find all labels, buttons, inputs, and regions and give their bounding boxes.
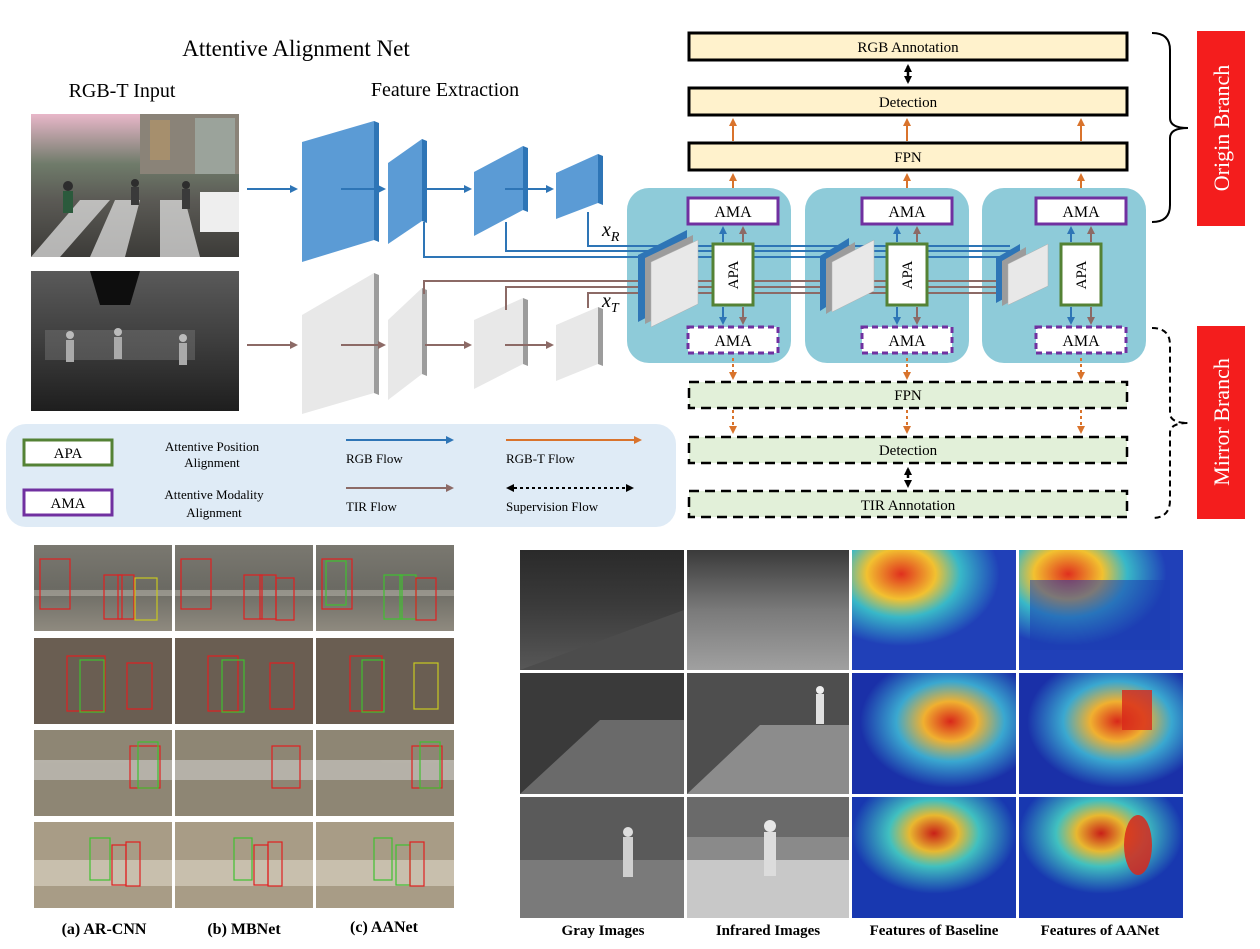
- legend: APA Attentive Position Alignment AMA Att…: [6, 424, 676, 527]
- rgb-feature-blocks: [302, 121, 603, 262]
- svg-text:RGB Flow: RGB Flow: [346, 451, 403, 466]
- feature-visualization-grid: [520, 550, 1183, 918]
- detection-box: Detection: [687, 86, 1129, 117]
- origin-branch-label: Origin Branch: [1197, 31, 1245, 226]
- mirror-fpn-box: FPN: [687, 380, 1129, 410]
- svg-text:Gray Images: Gray Images: [562, 923, 645, 939]
- thermal-input-image: [31, 271, 239, 411]
- svg-text:Attentive Position: Attentive Position: [165, 439, 260, 454]
- input-label: RGB-T Input: [69, 80, 176, 102]
- figure-title: Attentive Alignment Net: [182, 36, 410, 61]
- svg-text:TIR Annotation: TIR Annotation: [861, 498, 956, 514]
- svg-text:Features of AANet: Features of AANet: [1041, 923, 1160, 939]
- svg-text:(b) MBNet: (b) MBNet: [207, 921, 281, 938]
- fpn-box: FPN: [687, 141, 1129, 172]
- xr-label: xR: [601, 219, 620, 245]
- ama-boxes-origin: AMA AMA AMA: [686, 196, 1128, 226]
- svg-text:(a) AR-CNN: (a) AR-CNN: [62, 921, 147, 938]
- apa-ama-arrows: [719, 226, 1095, 325]
- svg-text:RGB-T Flow: RGB-T Flow: [506, 451, 575, 466]
- svg-text:AMA: AMA: [888, 204, 926, 221]
- mirror-dotted-arrows: [729, 358, 1085, 434]
- svg-text:Detection: Detection: [879, 95, 938, 111]
- origin-brace: [1151, 32, 1189, 223]
- svg-text:APA: APA: [900, 261, 916, 290]
- rgb-annotation-box: RGB Annotation: [687, 31, 1129, 62]
- svg-text:APA: APA: [54, 446, 83, 462]
- feature-extraction-label: Feature Extraction: [371, 79, 519, 101]
- mirror-detection-box: Detection: [687, 435, 1129, 465]
- svg-text:AMA: AMA: [888, 333, 926, 350]
- svg-text:AMA: AMA: [1062, 333, 1100, 350]
- rgb-input-image: [31, 114, 239, 257]
- tir-annotation-box: TIR Annotation: [687, 489, 1129, 519]
- svg-text:Attentive Modality: Attentive Modality: [164, 487, 264, 502]
- svg-text:APA: APA: [1074, 261, 1090, 290]
- mirror-brace: [1151, 327, 1189, 519]
- svg-text:RGB Annotation: RGB Annotation: [857, 40, 959, 56]
- svg-text:AMA: AMA: [1062, 204, 1100, 221]
- svg-text:Alignment: Alignment: [184, 455, 240, 470]
- svg-text:AMA: AMA: [714, 333, 752, 350]
- svg-text:Mirror Branch: Mirror Branch: [1209, 358, 1234, 486]
- detection-comparison-grid: [34, 545, 454, 908]
- svg-text:Features of Baseline: Features of Baseline: [870, 923, 999, 939]
- svg-text:(c) AANet: (c) AANet: [350, 919, 419, 936]
- svg-text:APA: APA: [726, 261, 742, 290]
- svg-text:AMA: AMA: [714, 204, 752, 221]
- svg-text:TIR Flow: TIR Flow: [346, 499, 398, 514]
- svg-text:Detection: Detection: [879, 443, 938, 459]
- tir-feature-blocks: [302, 273, 603, 414]
- detection-captions: (a) AR-CNN (b) MBNet (c) AANet: [62, 919, 419, 938]
- svg-text:FPN: FPN: [894, 150, 922, 166]
- apa-boxes: APA APA APA: [711, 242, 1103, 307]
- svg-text:Origin Branch: Origin Branch: [1209, 65, 1234, 191]
- feature-captions: Gray Images Infrared Images Features of …: [562, 923, 1160, 939]
- svg-text:Alignment: Alignment: [186, 505, 242, 520]
- xt-label: xT: [601, 290, 620, 316]
- svg-text:AMA: AMA: [50, 496, 85, 512]
- svg-text:Infrared Images: Infrared Images: [716, 923, 820, 939]
- mirror-branch-label: Mirror Branch: [1197, 326, 1245, 519]
- svg-text:Supervision Flow: Supervision Flow: [506, 499, 599, 514]
- svg-text:FPN: FPN: [894, 388, 922, 404]
- ama-boxes-mirror: AMA AMA AMA: [686, 325, 1128, 355]
- module-feature-stacks: [638, 230, 1049, 328]
